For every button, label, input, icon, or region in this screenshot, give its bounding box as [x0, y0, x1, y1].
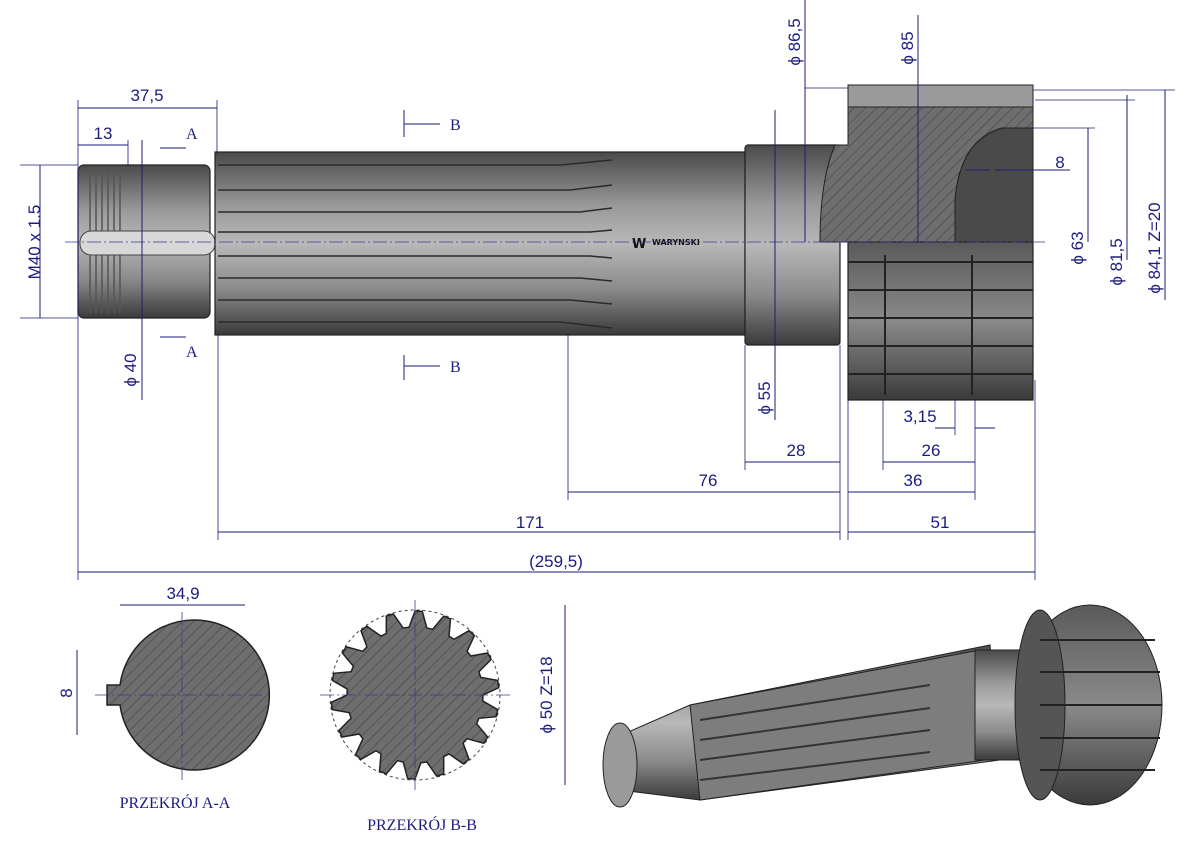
dim-34-9: 34,9	[166, 584, 199, 603]
logo: W WARYNSKI	[632, 237, 700, 252]
svg-text:W: W	[632, 237, 646, 252]
logo-text: WARYNSKI	[652, 238, 700, 247]
dim-phi85: ϕ 85	[898, 31, 917, 64]
section-a-a: PRZEKRÓJ A-A	[95, 612, 270, 812]
dim-28: 28	[787, 441, 806, 460]
dim-phi84-1: ϕ 84,1 Z=20	[1145, 202, 1164, 293]
dim-3-15: 3,15	[903, 407, 936, 426]
dim-36: 36	[904, 471, 923, 490]
gear-tooth-lines	[848, 255, 1033, 395]
spline-teeth	[218, 159, 613, 329]
section-mark-b-bottom: B	[450, 359, 461, 376]
dim-thread: M40 x 1.5	[25, 205, 44, 280]
keyway	[79, 230, 216, 256]
section-mark-a-bottom: A	[186, 344, 198, 361]
caption-section-a-a: PRZEKRÓJ A-A	[120, 793, 231, 812]
dimensions: 37,5 13 M40 x 1.5 ϕ 40 ϕ 86,5 ϕ 85 8 ϕ 6…	[20, 0, 1175, 785]
dim-8-key: 8	[57, 688, 76, 697]
dim-phi81-5: ϕ 81,5	[1107, 238, 1126, 285]
dim-51: 51	[931, 513, 950, 532]
shaft-3d-render	[602, 604, 1163, 808]
bearing-collar	[744, 144, 841, 346]
dim-phi63: ϕ 63	[1068, 231, 1087, 264]
dim-phi50: ϕ 50 Z=18	[537, 656, 556, 733]
dim-76: 76	[699, 471, 718, 490]
dim-phi86-5: ϕ 86,5	[785, 18, 804, 65]
hub-tooth-top	[847, 84, 1034, 108]
dim-phi40: ϕ 40	[121, 353, 140, 386]
gear-teeth	[847, 241, 1034, 401]
dim-171: 171	[516, 513, 544, 532]
dim-8-hub: 8	[1055, 153, 1064, 172]
dim-13: 13	[94, 124, 113, 143]
section-mark-a-top: A	[186, 126, 198, 143]
section-mark-b-top: B	[450, 117, 461, 134]
dim-26: 26	[922, 441, 941, 460]
section-b-b: PRZEKRÓJ B-B	[320, 600, 510, 834]
dim-37-5: 37,5	[130, 86, 163, 105]
main-shaft-view: W WARYNSKI	[65, 84, 1045, 401]
caption-section-b-b: PRZEKRÓJ B-B	[367, 815, 477, 834]
dim-259-5: (259,5)	[529, 552, 583, 571]
dim-phi55: ϕ 55	[755, 381, 774, 414]
